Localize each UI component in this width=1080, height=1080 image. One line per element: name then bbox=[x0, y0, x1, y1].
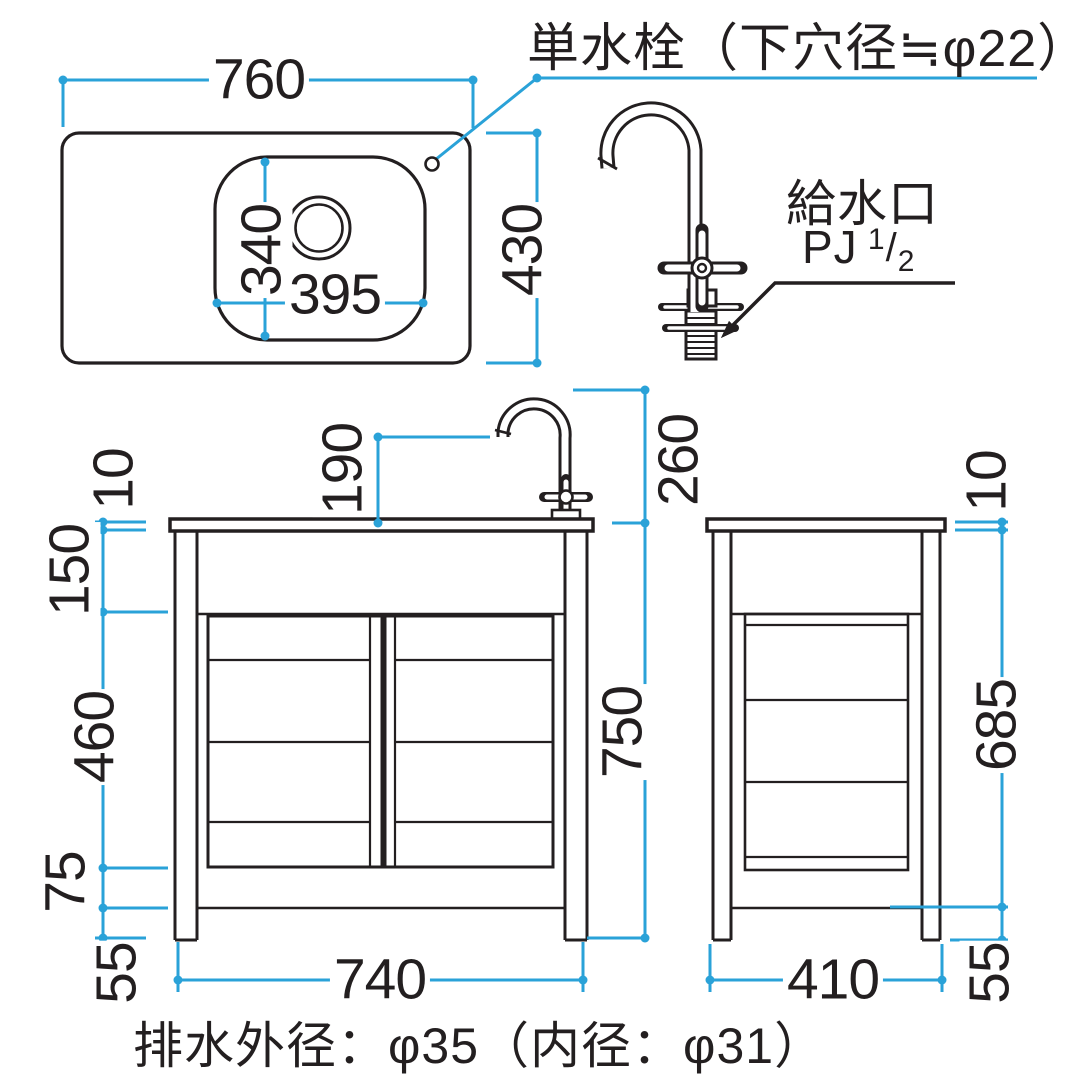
faucet-note-label: 単水栓（下穴径≒φ22） bbox=[527, 20, 1080, 78]
side-view bbox=[705, 517, 947, 942]
dim-side-top-thickness: 10 bbox=[954, 448, 1019, 514]
dim-front-leg-span: 740 bbox=[329, 949, 431, 1011]
faucet-detail-drawing bbox=[597, 101, 748, 361]
dim-front-door-height: 460 bbox=[62, 688, 127, 786]
thread-ridges bbox=[687, 317, 715, 355]
water-inlet-spec: PJ 1/2 bbox=[802, 220, 915, 279]
dim-plan-overall-width: 760 bbox=[208, 49, 310, 111]
plan-faucet-hole bbox=[424, 156, 440, 172]
dim-front-bottom-rail: 75 bbox=[33, 849, 98, 915]
water-inlet-label: 給水口 bbox=[786, 176, 939, 232]
dim-side-depth-span: 410 bbox=[782, 949, 884, 1011]
dim-front-top-thickness: 10 bbox=[81, 446, 146, 512]
side-dimension-lines bbox=[705, 517, 1008, 992]
dim-front-faucet-height: 260 bbox=[646, 411, 711, 509]
plan-view bbox=[60, 131, 472, 365]
dim-plan-overall-depth: 430 bbox=[490, 201, 555, 299]
dim-plan-basin-width: 395 bbox=[284, 264, 386, 326]
inlet-arrow bbox=[721, 281, 955, 338]
dim-plan-basin-depth: 340 bbox=[229, 201, 294, 299]
pj-numerator: 1 bbox=[867, 223, 886, 256]
pj-prefix: PJ bbox=[802, 221, 858, 273]
dim-front-spout-height: 190 bbox=[310, 420, 375, 518]
front-view bbox=[168, 397, 595, 942]
drain-note-label: 排水外径：φ35（内径：φ31） bbox=[133, 1018, 826, 1074]
pj-denominator: 2 bbox=[897, 245, 916, 278]
dim-side-body-height: 685 bbox=[964, 676, 1029, 774]
dim-side-leg-bottom: 55 bbox=[957, 940, 1022, 1006]
pj-slash: / bbox=[885, 226, 898, 270]
dim-front-total-height: 750 bbox=[590, 683, 655, 781]
dim-front-apron-height: 150 bbox=[37, 521, 102, 619]
dim-front-leg-bottom: 55 bbox=[84, 940, 149, 1006]
